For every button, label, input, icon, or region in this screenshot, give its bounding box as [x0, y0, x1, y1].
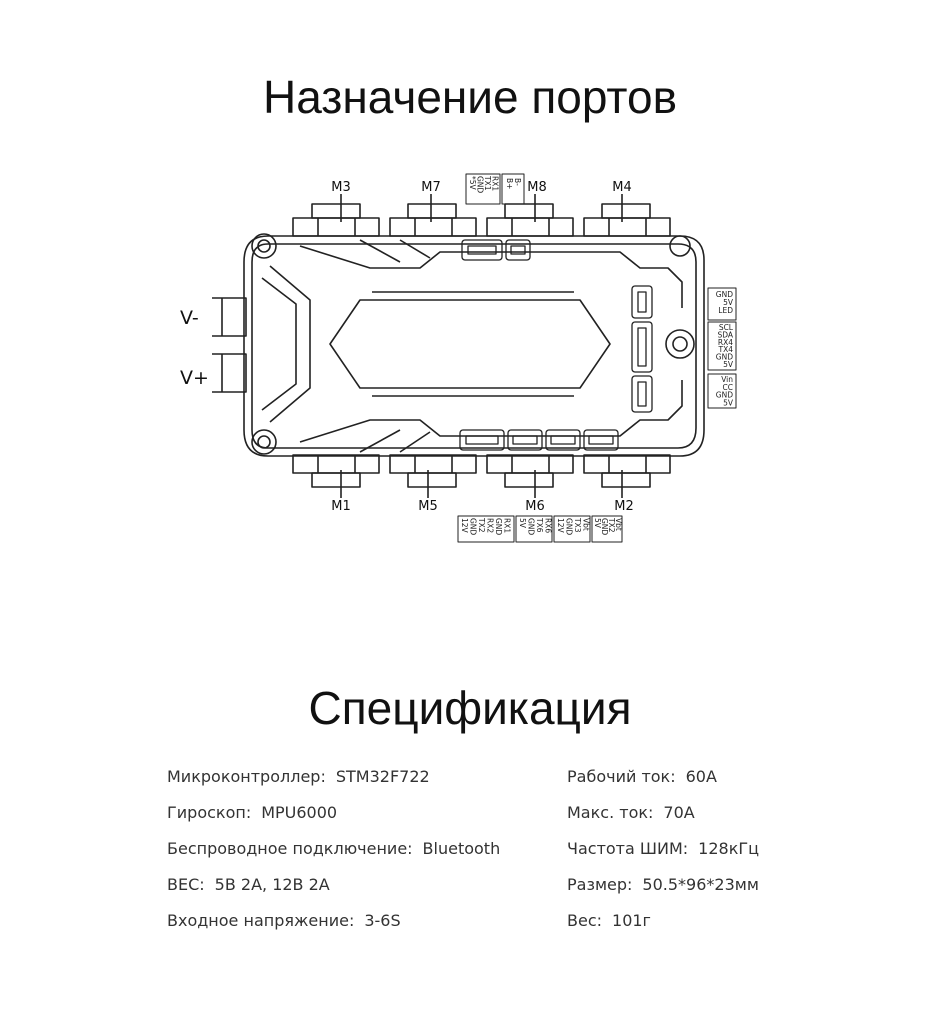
spec-right-row: Вес: 101г	[567, 911, 651, 930]
batt-pin-1: B-	[513, 178, 522, 186]
spec-left-value: STM32F722	[335, 767, 430, 786]
spec-right-value: 128кГц	[698, 839, 760, 858]
pin-label-boxes	[457, 173, 737, 543]
power-label-negative: V-	[180, 307, 199, 329]
spec-left-value: 3-6S	[364, 911, 401, 930]
bottom-g1-pin-0: 12V	[460, 518, 469, 534]
spec-left-row: Гироскоп: MPU6000	[167, 803, 337, 822]
board-connectors	[459, 239, 653, 451]
board-diagram: M3 M7 M8 M4 M1 M5 M6 M2 V- V+ *5VGNDTX1R…	[180, 173, 737, 543]
spec-right-row: Размер: 50.5*96*23мм	[567, 875, 759, 894]
bottom-g2-pin-2: TX6	[535, 517, 544, 533]
ports-heading: Назначение портов	[263, 71, 677, 123]
bottom-g4-pin-0: 5V	[593, 518, 602, 529]
bottom-g2-pin-3: RX6	[544, 518, 553, 533]
motor-label-m6: M6	[525, 499, 545, 514]
bottom-g2-pin-0: 5V	[518, 518, 527, 529]
bottom-g1-pin-2: TX2	[477, 517, 486, 533]
cam-pin-0: Vin	[721, 375, 733, 384]
spec-heading: Спецификация	[308, 682, 632, 734]
i2c-pin-1: SDA	[717, 330, 733, 339]
bottom-g3-pin-1: GND	[565, 518, 574, 535]
led-pin-1: 5V	[723, 298, 734, 307]
spec-left-row: Входное напряжение: 3-6S	[167, 911, 401, 930]
spec-right-value: 101г	[612, 911, 651, 930]
bottom-g3-pin-3: Vbt	[582, 518, 591, 531]
spec-left-label: Беспроводное подключение:	[167, 839, 413, 858]
bottom-g4-pin-2: TX2	[607, 517, 616, 533]
batt-pin-0: B+	[505, 178, 514, 189]
spec-right-row: Частота ШИМ: 128кГц	[567, 839, 759, 858]
spec-left-row: Беспроводное подключение: Bluetooth	[167, 839, 500, 858]
spec-right-label: Вес:	[567, 911, 603, 930]
led-pin-0: GND	[716, 290, 733, 299]
cam-pin-1: CC	[723, 383, 733, 392]
motor-label-m8: M8	[527, 180, 547, 195]
power-label-positive: V+	[180, 367, 209, 389]
spec-left-row: Микроконтроллер: STM32F722	[167, 767, 430, 786]
spec-right-row: Рабочий ток: 60A	[567, 767, 717, 786]
spec-left-value: 5В 2A, 12В 2A	[214, 875, 330, 894]
spec-right-label: Частота ШИМ:	[567, 839, 689, 858]
power-leads	[212, 297, 247, 393]
cam-pin-3: 5V	[723, 398, 734, 407]
uart1-pin-1: GND	[476, 176, 485, 193]
spec-left-label: Гироскоп:	[167, 803, 252, 822]
motor-label-m7: M7	[421, 180, 441, 195]
bottom-g3-pin-0: 12V	[556, 518, 565, 534]
uart1-pin-0: *5V	[468, 176, 477, 191]
bottom-g4-pin-3: Vbt	[614, 518, 623, 531]
motor-label-m4: M4	[612, 180, 632, 195]
spec-right-value: 60A	[685, 767, 717, 786]
uart1-pin-2: TX1	[483, 175, 492, 191]
spec-right-label: Рабочий ток:	[567, 767, 676, 786]
bottom-g2-pin-1: GND	[527, 518, 536, 535]
uart1-pin-3: RX1	[491, 176, 500, 191]
motor-label-m2: M2	[614, 499, 634, 514]
bottom-g1-pin-4: GND	[494, 518, 503, 535]
spec-left-value: MPU6000	[261, 803, 338, 822]
bottom-g3-pin-2: TX3	[573, 517, 582, 533]
spec-right-value: 70A	[663, 803, 695, 822]
bottom-g1-pin-3: RX2	[486, 518, 495, 533]
spec-right-label: Макс. ток:	[567, 803, 654, 822]
i2c-pin-3: TX4	[718, 345, 734, 354]
spec-left-label: Входное напряжение:	[167, 911, 355, 930]
bottom-g1-pin-1: GND	[469, 518, 478, 535]
cam-pin-2: GND	[716, 391, 733, 400]
motor-label-m3: M3	[331, 180, 351, 195]
led-pin-2: LED	[718, 306, 733, 315]
bottom-motor-connectors	[292, 454, 671, 498]
motor-label-m1: M1	[331, 499, 351, 514]
i2c-pin-0: SCL	[719, 323, 734, 332]
bottom-g4-pin-1: GND	[600, 518, 609, 535]
spec-left-row: BEC: 5В 2A, 12В 2A	[167, 875, 330, 894]
spec-right-value: 50.5*96*23мм	[642, 875, 759, 894]
i2c-pin-2: RX4	[718, 338, 733, 347]
bottom-g1-pin-5: RX1	[503, 518, 512, 533]
top-motor-connectors	[292, 194, 671, 237]
spec-left-value: Bluetooth	[422, 839, 501, 858]
i2c-pin-5: 5V	[723, 360, 734, 369]
spec-left-label: BEC:	[167, 875, 205, 894]
spec-right-row: Макс. ток: 70A	[567, 803, 695, 822]
board-body	[243, 233, 705, 457]
i2c-pin-4: GND	[716, 353, 733, 362]
spec-left-label: Микроконтроллер:	[167, 767, 326, 786]
motor-label-m5: M5	[418, 499, 438, 514]
spec-right-label: Размер:	[567, 875, 633, 894]
